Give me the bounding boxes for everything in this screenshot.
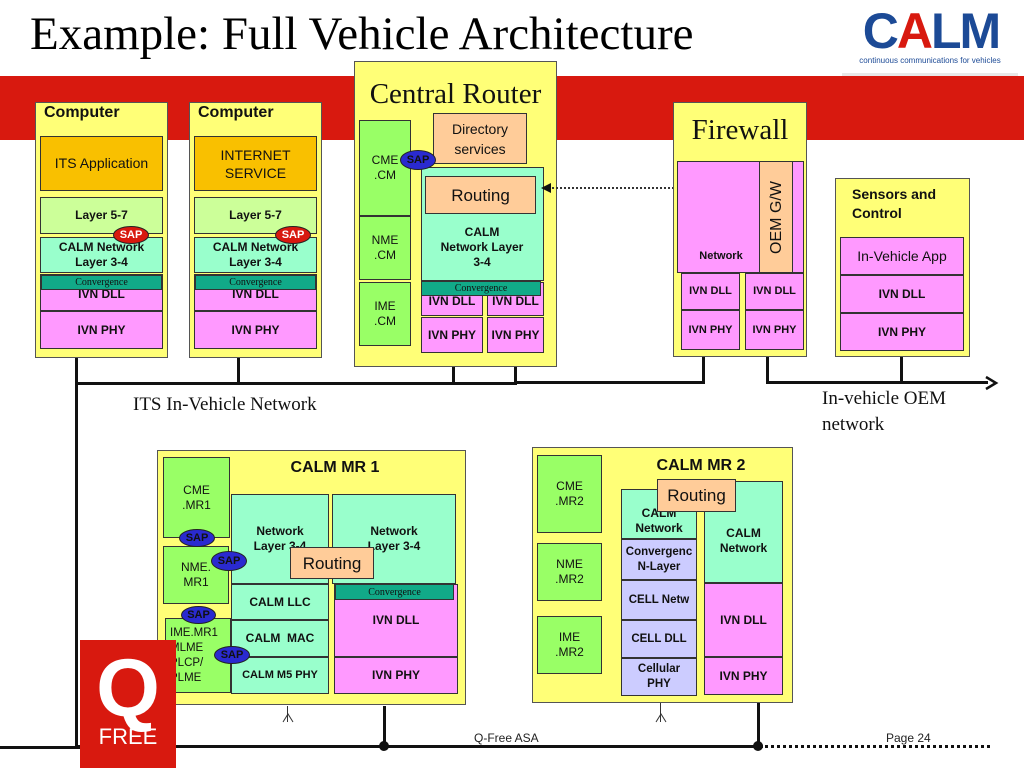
mr2-conv-nlayer: Convergenc N-Layer <box>621 539 697 580</box>
bus-node-mr2 <box>753 741 763 751</box>
computer2-network: CALM Network Layer 3-4 <box>194 237 317 273</box>
computer2-app: INTERNET SERVICE <box>194 136 317 191</box>
sensors-phy: IVN PHY <box>840 313 964 351</box>
router-routing: Routing <box>425 176 536 214</box>
mr2-nme: NME .MR2 <box>537 543 602 601</box>
mr2-phy: IVN PHY <box>704 657 783 695</box>
computer1-app: ITS Application <box>40 136 163 191</box>
sensors-app: In-Vehicle App <box>840 237 964 275</box>
mr1-sap-cme: SAP <box>179 529 215 547</box>
firewall-oem-gw: OEM G/W <box>759 161 793 273</box>
wire-mr1-ivn <box>383 706 386 746</box>
mr1-sap-phy: SAP <box>214 646 250 664</box>
oem-network-label: In-vehicle OEM network <box>822 388 946 435</box>
mr2-ime: IME .MR2 <box>537 616 602 674</box>
mr1-convergence: Convergence <box>335 584 454 600</box>
router-firewall-link <box>548 187 754 189</box>
wire-sensors <box>900 352 903 384</box>
mr2-cell-netw: CELL Netw <box>621 580 697 620</box>
firewall-phy-2: IVN PHY <box>745 310 804 350</box>
router-directory-services: Directory services <box>433 113 527 164</box>
its-network-label: ITS In-Vehicle Network <box>133 394 317 415</box>
firewall-dll-2: IVN DLL <box>745 273 804 310</box>
computer1-phy: IVN PHY <box>40 311 163 349</box>
mr2-title: CALM MR 2 <box>656 456 746 474</box>
wire-firewall-left <box>702 352 705 384</box>
router-ime: IME .CM <box>359 282 411 346</box>
antenna-mr1-icon <box>282 713 294 723</box>
bottom-bus <box>75 745 760 748</box>
slide-title: Example: Full Vehicle Architecture <box>30 8 694 60</box>
arrow-left-icon <box>541 183 551 193</box>
computer2-convergence: Convergence <box>195 275 316 290</box>
central-router-title: Central Router <box>369 78 542 110</box>
sensors-dll: IVN DLL <box>840 275 964 313</box>
computer1-title: Computer <box>44 103 120 121</box>
mr1-routing: Routing <box>290 547 374 579</box>
mr2-cell-phy: Cellular PHY <box>621 658 697 696</box>
oem-bus-arrowhead-icon <box>985 375 999 391</box>
wire-router-oem <box>514 352 517 384</box>
router-nme: NME .CM <box>359 216 411 280</box>
firewall-phy-1: IVN PHY <box>681 310 740 350</box>
antenna-mr2-icon <box>655 713 667 723</box>
router-network-label: CALM Network Layer 3-4 <box>440 224 524 269</box>
mr2-dll: IVN DLL <box>704 583 783 657</box>
wire-mr2-ivn <box>757 700 760 746</box>
computer1-network: CALM Network Layer 3-4 <box>40 237 163 273</box>
mr1-phy-m5: CALM M5 PHY <box>231 657 329 694</box>
bus-node-mr1 <box>379 741 389 751</box>
its-network-trunk <box>75 356 78 748</box>
sensors-title: Sensors and Control <box>852 186 937 221</box>
wire-computer1 <box>75 356 78 384</box>
mr1-cme: CME .MR1 <box>163 457 230 538</box>
firewall-title: Firewall <box>691 113 789 146</box>
calm-logo-tagline: continuous communications for vehicles <box>859 56 1001 65</box>
qfree-logo-free: FREE <box>98 724 158 749</box>
qfree-logo-q: Q <box>96 643 160 734</box>
computer2-title: Computer <box>198 103 274 121</box>
router-phy-2: IVN PHY <box>487 317 544 353</box>
mr1-llc: CALM LLC <box>231 584 329 620</box>
footer-company: Q-Free ASA <box>474 731 539 745</box>
antenna-mr2-line <box>660 696 661 722</box>
mr2-cme: CME .MR2 <box>537 455 602 533</box>
router-phy-1: IVN PHY <box>421 317 483 353</box>
footer-page-number: Page 24 <box>886 731 931 745</box>
computer1-sap: SAP <box>113 226 149 244</box>
mr1-sap-nme: SAP <box>211 551 247 571</box>
wire-firewall-right <box>766 352 769 384</box>
calm-logo-word: CALM <box>862 3 1001 59</box>
firewall-network-label: Network <box>699 249 743 262</box>
firewall-dll-1: IVN DLL <box>681 273 740 310</box>
mr1-sap-ime: SAP <box>181 606 216 624</box>
router-sap: SAP <box>400 150 436 170</box>
qfree-logo: Q FREE <box>80 640 176 768</box>
router-cme: CME .CM <box>359 120 411 216</box>
firewall-oem-gw-label: OEM G/W <box>767 180 785 254</box>
footer-line-left <box>0 746 80 749</box>
router-convergence: Convergence <box>421 281 541 296</box>
its-network-bus <box>75 382 517 385</box>
mr2-routing: Routing <box>657 479 736 512</box>
mr1-title: CALM MR 1 <box>290 458 380 476</box>
mr1-phy: IVN PHY <box>334 657 458 694</box>
wire-computer2 <box>237 356 240 384</box>
wire-router-its <box>452 352 455 384</box>
computer1-convergence: Convergence <box>41 275 162 290</box>
computer2-sap: SAP <box>275 226 311 244</box>
oem-bus-left <box>514 381 704 384</box>
bottom-bus-dotted <box>760 745 990 748</box>
computer2-phy: IVN PHY <box>194 311 317 349</box>
calm-logo: CALM continuous communications for vehic… <box>842 4 1018 76</box>
oem-bus-right <box>766 381 988 384</box>
mr2-cell-dll: CELL DLL <box>621 620 697 658</box>
